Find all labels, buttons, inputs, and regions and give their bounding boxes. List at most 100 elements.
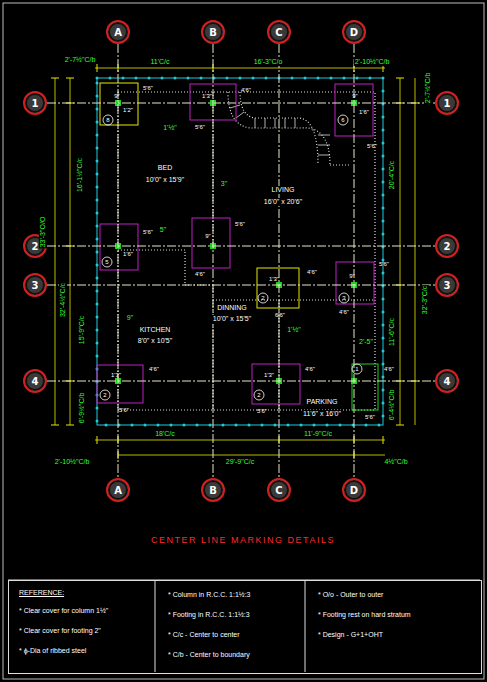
note-text: * Design - G+1+OHT <box>318 631 383 638</box>
footing-text: 1'3" <box>110 372 122 379</box>
note-text: * O/o - Outer to outer <box>318 591 383 598</box>
grid-letter: C <box>275 485 282 496</box>
footing-text: 5'6" <box>234 221 246 228</box>
grid-bubble: C <box>267 20 291 44</box>
room-label: PARKING <box>306 398 339 406</box>
grid-bubble: 3 <box>435 273 459 297</box>
note-text: * Footing rest on hard stratum <box>318 611 411 618</box>
dimension-text: 15'-9"C/c <box>78 315 86 345</box>
dimension-text: 33'-3"O/O <box>39 216 47 249</box>
footing-text: 4'6" <box>304 366 316 373</box>
drawing-title: CENTER LINE MARKING DETAILS <box>150 535 336 545</box>
grid-bubble: 1 <box>23 91 47 115</box>
dimension-text: 2'-7½"C/b <box>64 56 97 64</box>
footing-text: 1'3" <box>201 93 213 100</box>
reference-panel: REFERENCE: * Clear cover for column 1½" * … <box>8 580 482 674</box>
room-label: 8'0" x 10'5" <box>137 337 174 345</box>
footing-text: 5'6" <box>378 261 390 268</box>
grid-letter: B <box>209 27 217 38</box>
note-text: * Clear cover for column 1½" <box>19 607 108 614</box>
room-label: 11'6" x 16'0" <box>302 410 342 418</box>
center-line <box>354 44 355 478</box>
grid-letter: 2 <box>444 241 451 252</box>
footing-text: 5'6" <box>194 124 206 131</box>
footing-text: 6 <box>340 117 345 124</box>
footing-text: 5'6" <box>256 408 268 415</box>
grid-bubble: 4 <box>23 369 47 393</box>
center-line <box>279 44 280 478</box>
note-text: * C/b - Center to boundary <box>168 651 250 658</box>
dimension-text: 18'C/c <box>154 430 176 438</box>
grid-bubble: 1 <box>435 91 459 115</box>
center-line <box>47 103 435 104</box>
room-label: 16'0" x 20'6" <box>263 198 303 206</box>
grid-bubble: B <box>201 478 225 502</box>
dimension-text: 32'-4½"C/c <box>59 282 67 318</box>
dimension-text: 11'-6"C/c <box>388 317 396 347</box>
footing-text: 1'6" <box>122 251 134 258</box>
grid-bubble: C <box>267 478 291 502</box>
footing-text: 5'6" <box>142 85 154 92</box>
footing-text: 9" <box>113 93 120 100</box>
dimension-text: 2'-10½"C/b <box>354 58 391 66</box>
grid-letter: 3 <box>32 280 39 291</box>
footing-text: 3 <box>341 295 346 302</box>
grid-letter: B <box>209 485 217 496</box>
dimension-text: 11'C/c <box>149 58 170 66</box>
footing-text: 5'6" <box>118 407 130 414</box>
dimension-text: 16'-1½"C/c <box>76 157 84 193</box>
center-line <box>47 381 435 382</box>
grid-bubble: 4 <box>435 369 459 393</box>
footing-text: 1'6" <box>358 109 370 116</box>
note-text: * Column in R.C.C. 1:1½:3 <box>168 591 250 598</box>
grid-letter: 1 <box>444 98 451 109</box>
footing-text: 4'6" <box>338 309 350 316</box>
grid-letter: C <box>275 27 282 38</box>
dimension-text: 9" <box>126 314 134 322</box>
dimension-text: 6'-4½"C/b <box>388 389 396 422</box>
footing-text: 4'6" <box>240 87 252 94</box>
footing-text: 2 <box>256 392 261 399</box>
grid-letter: 1 <box>32 98 39 109</box>
grid-letter: D <box>350 27 358 38</box>
footing-text: 9" <box>348 273 355 280</box>
room-label: LIVING <box>271 186 296 194</box>
dimension-text: 2'-5" <box>358 338 374 346</box>
note-text: * C/c - Center to center <box>168 631 240 638</box>
center-line <box>47 246 435 247</box>
footing-text: 8 <box>105 117 110 124</box>
note-text: * Clear cover for footing 2" <box>19 627 101 634</box>
dimension-text: 3" <box>220 180 228 188</box>
grid-bubble: B <box>201 20 225 44</box>
room-label: 10'0" x 15'9" <box>145 176 185 184</box>
dimension-text: 4½"C/b <box>383 458 408 466</box>
grid-letter: 4 <box>444 376 451 387</box>
footing-text: 5'6" <box>364 414 376 421</box>
room-label: 10'0" x 15'5" <box>212 315 252 323</box>
dimension-text: 2'-7½"C/b <box>424 72 432 105</box>
footing-text: 4'6" <box>306 269 318 276</box>
dimension-text: 1'½" <box>162 124 178 132</box>
dimension-text: 5" <box>159 226 167 234</box>
grid-bubble: D <box>342 20 366 44</box>
grid-letter: 3 <box>444 280 451 291</box>
dimension-text: 20'-4"C/c <box>388 160 396 190</box>
footing-text: 1'3" <box>268 276 280 283</box>
dimension-text: 1'½" <box>286 326 302 334</box>
footing-text: 9" <box>204 233 211 240</box>
panel-heading: REFERENCE: <box>19 589 64 596</box>
center-line <box>47 285 435 286</box>
footing-text: 1'2" <box>122 107 134 114</box>
grid-bubble: A <box>106 20 130 44</box>
note-text: * ϕ-Dia of ribbed steel <box>19 647 86 654</box>
footing-text: 4'6" <box>194 271 206 278</box>
grid-bubble: 2 <box>435 234 459 258</box>
note-text: * Footing in R.C.C. 1:1½:3 <box>168 611 250 618</box>
grid-bubble: A <box>106 478 130 502</box>
grid-letter: A <box>114 27 122 38</box>
grid-letter: A <box>114 485 122 496</box>
dimension-text: 29'-9"C/c <box>225 458 255 466</box>
dimension-text: 2'-10½"C/b <box>54 458 91 466</box>
footing-text: 4'6" <box>148 366 160 373</box>
